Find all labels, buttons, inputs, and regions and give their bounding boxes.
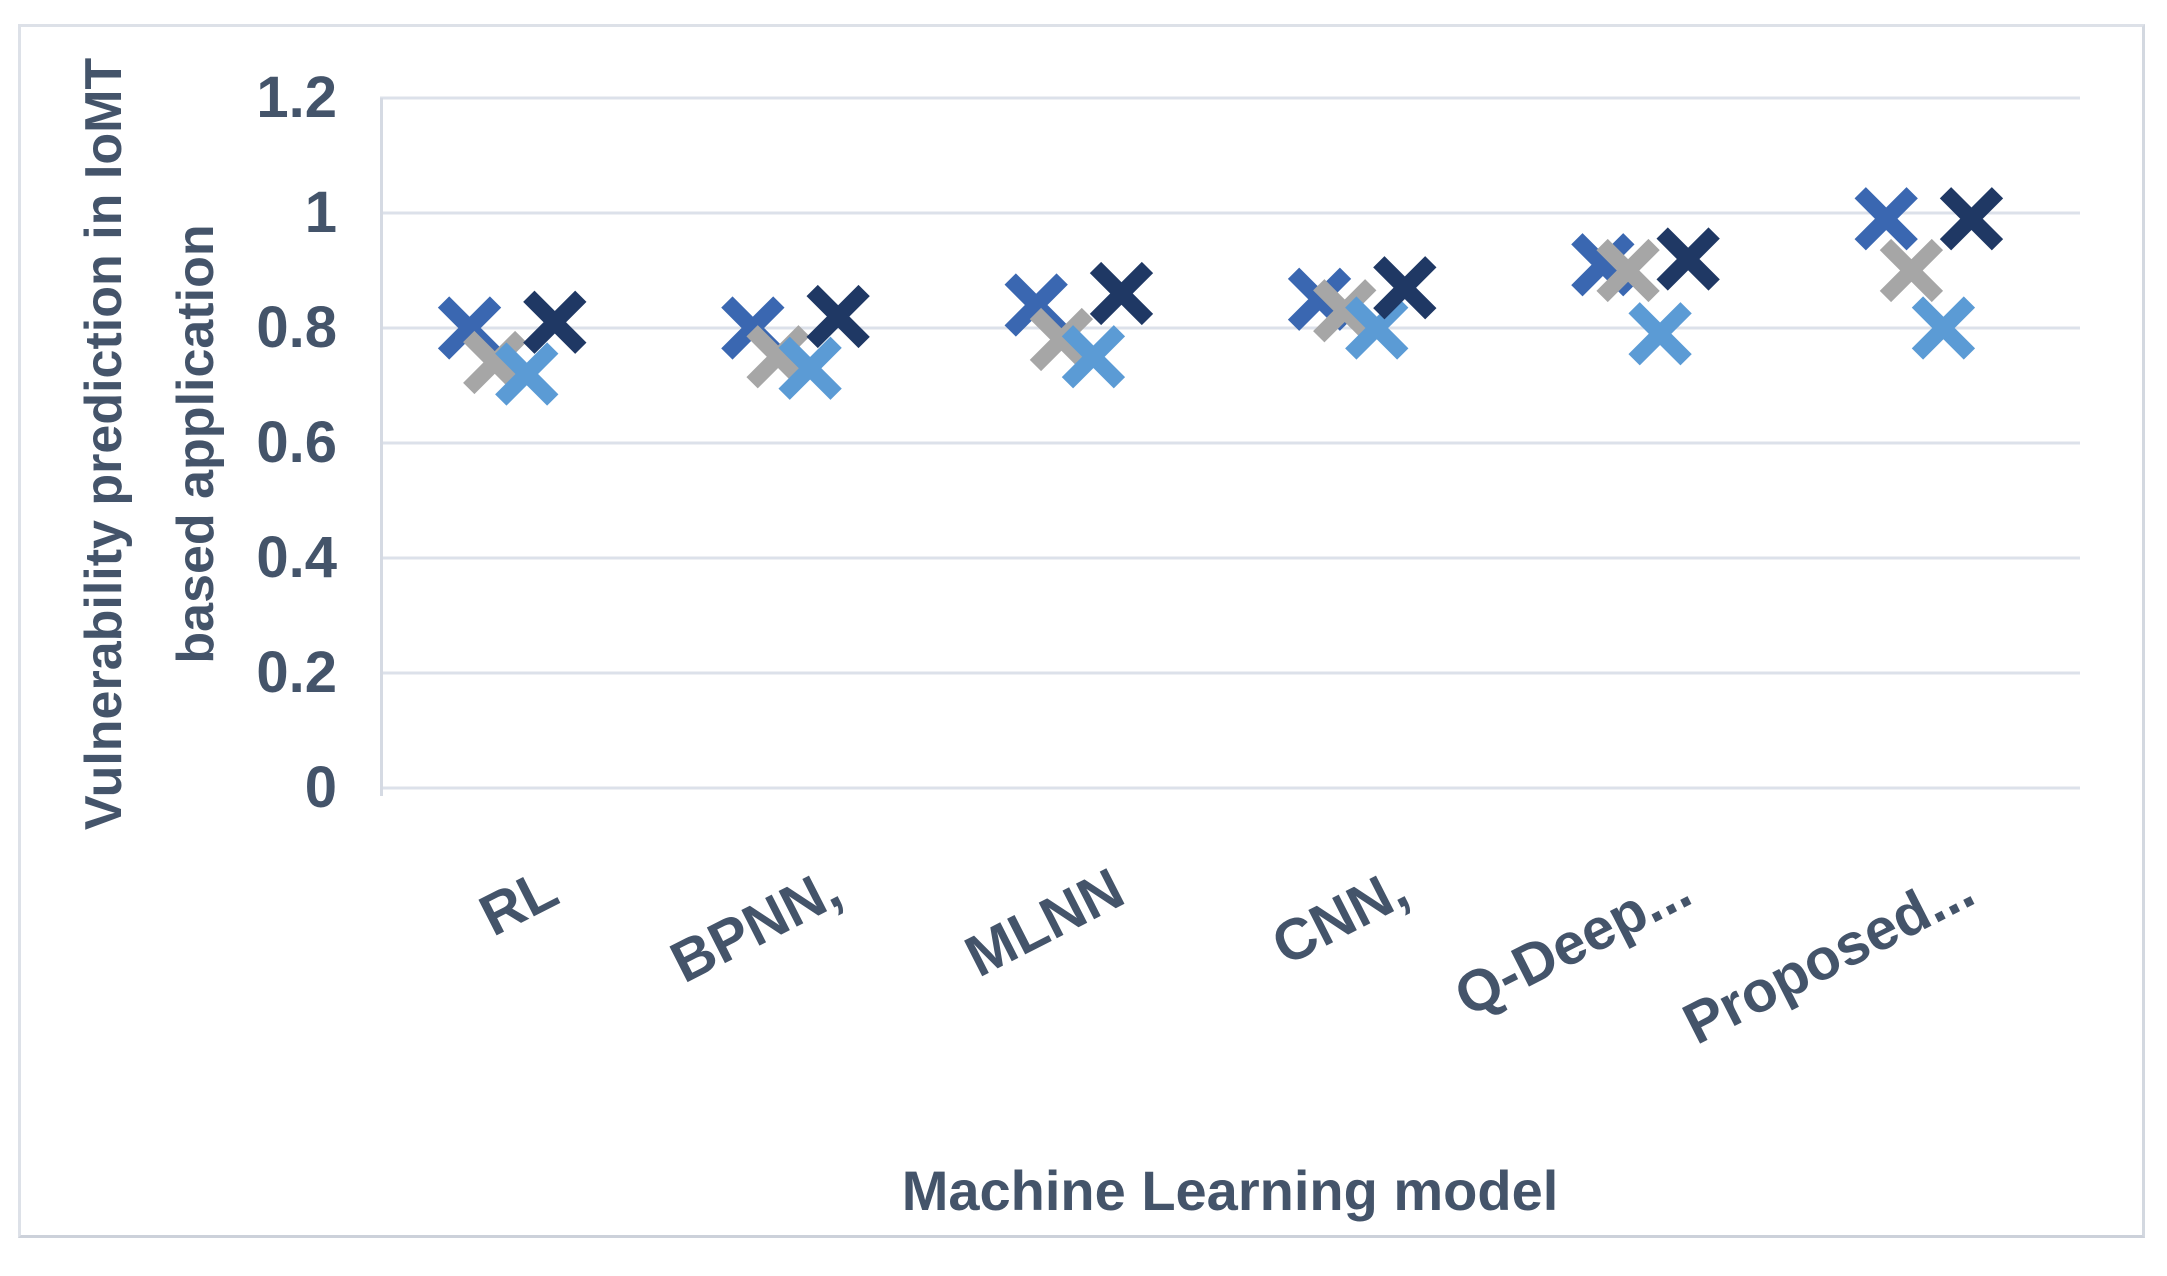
marker-x-series-3-light-blue-CNN, xyxy=(1345,296,1409,360)
y-tick-label: 0 xyxy=(304,755,337,820)
x-axis-title: Machine Learning model xyxy=(901,1159,1559,1222)
marker-x-series-4-dark-navy-Proposed... xyxy=(1939,187,2004,251)
marker-x-series-3-light-blue-MLNN xyxy=(1061,325,1126,389)
marker-x-series-4-dark-navy-MLNN xyxy=(1089,261,1154,326)
marker-x-series-4-dark-navy-BPNN, xyxy=(806,284,870,349)
chart-frame xyxy=(18,24,2145,1238)
marker-x-series-3-light-blue-Q-Deep... xyxy=(1628,302,1692,366)
marker-x-series-2-gray-CNN, xyxy=(1313,279,1377,343)
marker-x-series-3-light-blue-BPNN, xyxy=(778,336,842,400)
y-tick-label: 0.8 xyxy=(256,295,337,360)
y-tick-label: 0.6 xyxy=(256,410,337,475)
marker-x-series-4-dark-navy-RL xyxy=(523,290,587,354)
marker-x-series-2-gray-Proposed... xyxy=(1879,238,1944,303)
marker-x-series-1-medium-blue-Proposed... xyxy=(1854,187,1918,251)
marker-x-series-3-light-blue-Proposed... xyxy=(1911,296,1976,360)
y-tick-label: 0.4 xyxy=(256,525,337,590)
marker-x-series-2-gray-MLNN xyxy=(1029,307,1094,372)
plot-area xyxy=(380,96,2080,796)
y-tick-label: 1 xyxy=(304,180,337,245)
marker-x-series-4-dark-navy-CNN, xyxy=(1373,256,1437,320)
marker-x-series-3-light-blue-RL xyxy=(495,342,559,406)
y-tick-label: 0.2 xyxy=(256,640,337,705)
y-tick-label: 1.2 xyxy=(256,65,337,130)
marker-x-series-2-gray-Q-Deep... xyxy=(1596,238,1660,303)
marker-x-series-4-dark-navy-Q-Deep... xyxy=(1656,227,1720,291)
